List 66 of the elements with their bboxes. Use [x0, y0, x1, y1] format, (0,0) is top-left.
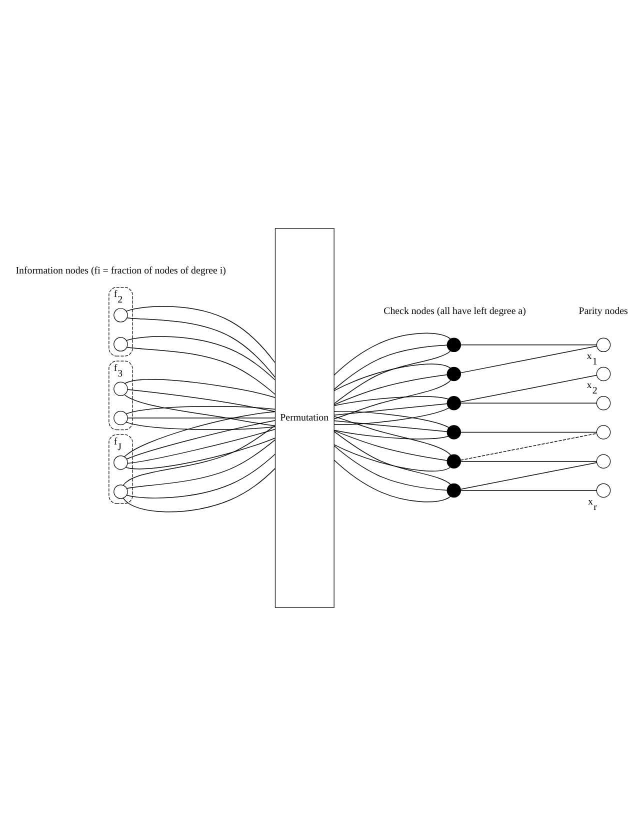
connector — [334, 420, 448, 432]
connector — [334, 344, 448, 390]
connector — [460, 432, 597, 433]
node-circle — [446, 366, 462, 382]
connector — [460, 462, 598, 490]
connector — [127, 428, 276, 464]
node-circle — [446, 425, 462, 440]
node-box: Permutation — [274, 228, 334, 608]
connector — [126, 406, 276, 414]
connector — [334, 431, 451, 485]
connector — [334, 430, 449, 440]
label: Check nodes (all have left degree a) — [384, 306, 526, 317]
node-circle — [596, 425, 611, 440]
node-circle — [596, 396, 611, 410]
node-circle — [446, 396, 462, 410]
connector — [334, 364, 451, 392]
connector — [124, 411, 276, 458]
node-circle — [596, 483, 611, 498]
connector — [124, 394, 276, 426]
connector — [460, 344, 597, 346]
connector — [460, 433, 598, 461]
connector — [126, 336, 276, 380]
connector — [126, 346, 276, 395]
connector — [334, 444, 450, 472]
connector — [334, 446, 448, 491]
node-circle — [114, 382, 128, 396]
connector — [334, 410, 450, 428]
node-circle — [596, 338, 611, 352]
node-circle — [596, 454, 611, 468]
connector — [334, 374, 448, 406]
node-circle — [114, 308, 128, 322]
connector — [334, 403, 448, 416]
node-circle — [114, 410, 128, 426]
connector — [334, 408, 450, 425]
connector — [122, 425, 276, 486]
node-circle — [114, 455, 128, 470]
connector — [124, 379, 276, 398]
connector — [460, 374, 598, 402]
node-circle — [114, 484, 128, 499]
connector — [460, 460, 597, 462]
connector — [460, 402, 597, 404]
connector — [460, 490, 597, 491]
node-circle — [114, 337, 128, 352]
connector — [334, 350, 451, 404]
connector — [127, 389, 276, 412]
connector — [334, 460, 451, 502]
connector — [125, 438, 276, 470]
node-circle — [446, 483, 462, 498]
connector — [126, 317, 276, 378]
connector — [126, 420, 276, 460]
connector — [334, 332, 451, 376]
connector — [334, 430, 448, 461]
connector — [460, 346, 598, 374]
connector — [334, 416, 452, 456]
connector — [126, 422, 276, 430]
connector — [334, 396, 449, 406]
node-circle — [446, 454, 462, 468]
label: Information nodes (fi = fraction of nodes of degree i) — [16, 266, 226, 277]
connector — [122, 468, 276, 512]
connector — [126, 306, 276, 364]
connector — [334, 380, 452, 420]
connector — [126, 454, 276, 498]
node-circle — [596, 366, 611, 382]
connector — [126, 439, 276, 489]
label: Parity nodes — [578, 306, 628, 317]
node-circle — [446, 338, 462, 352]
